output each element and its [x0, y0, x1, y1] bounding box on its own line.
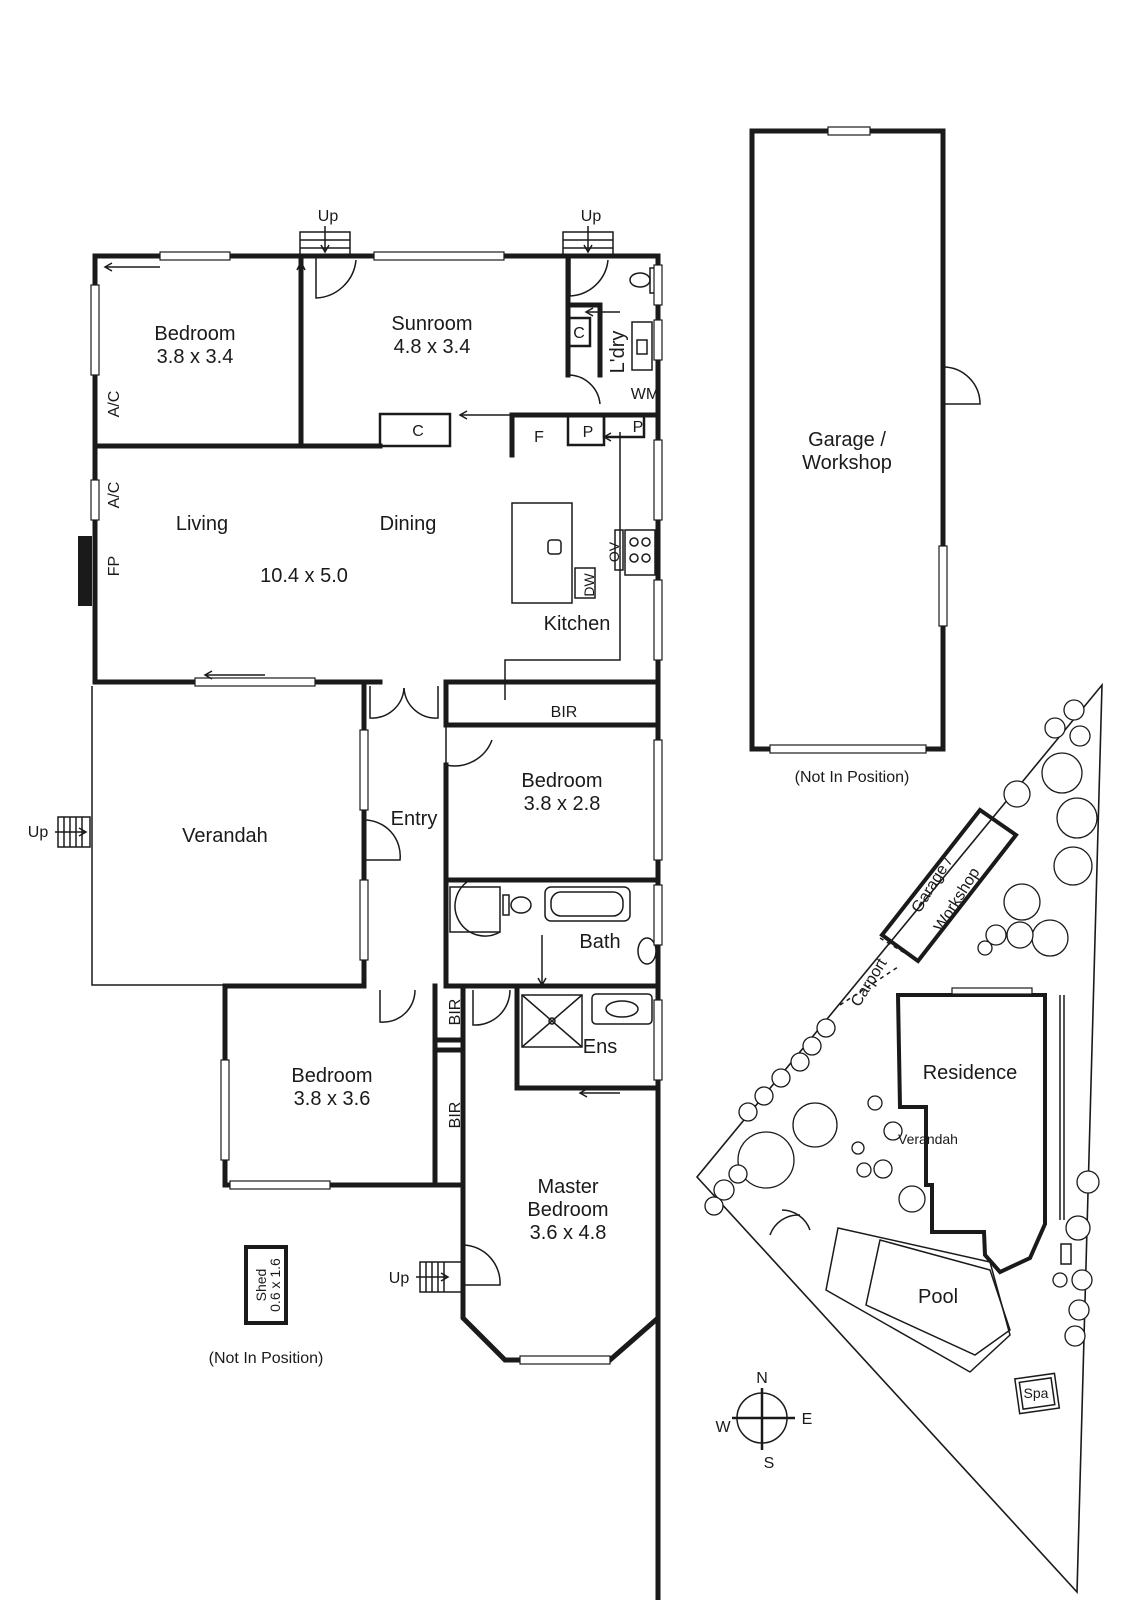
aircon-label-2: A/C [106, 482, 123, 509]
stairs-master [416, 1261, 464, 1293]
up-label-4: Up [389, 1270, 410, 1287]
bedroom-mid-name: Bedroom [521, 770, 602, 792]
shed-name: Shed [253, 1269, 269, 1302]
compass: N S E W [715, 1370, 812, 1472]
bedroom-mid-dim: 3.8 x 2.8 [524, 793, 601, 815]
site-carport-label: Carport [848, 955, 891, 1010]
living-dining-dim: 10.4 x 5.0 [260, 565, 348, 587]
laundry-label: L'dry [607, 331, 629, 374]
dining-label: Dining [380, 513, 437, 535]
bedroom-sw-dim: 3.8 x 3.6 [294, 1088, 371, 1110]
master-dim: 3.6 x 4.8 [530, 1222, 607, 1244]
master-name-2: Bedroom [527, 1199, 608, 1221]
up-label-2: Up [581, 208, 602, 225]
shed-dim: 0.6 x 1.6 [267, 1258, 283, 1312]
stairs-north-2 [562, 226, 614, 257]
up-label-3: Up [28, 824, 49, 841]
master-name-1: Master [537, 1176, 598, 1198]
site-residence-label: Residence [923, 1062, 1018, 1084]
oven-label: OV [606, 541, 622, 562]
fireplace-block [78, 536, 92, 606]
garage-name-1: Garage / [808, 429, 886, 451]
verandah-label: Verandah [182, 825, 268, 847]
site-pool-surround [825, 1227, 1011, 1373]
dishwasher-label: DW [581, 573, 597, 597]
shed-note: (Not In Position) [209, 1350, 324, 1367]
stairs-north-1 [299, 226, 351, 257]
site-trees [704, 699, 1100, 1347]
aircon-label-1: A/C [106, 391, 123, 418]
fridge-label: F [534, 429, 544, 446]
site-garage [879, 807, 1019, 964]
compass-e: E [802, 1411, 813, 1428]
garage-name-2: Workshop [802, 452, 892, 474]
main-house-plan: Bedroom 3.8 x 3.4 Sunroom 4.8 x 3.4 L'dr… [28, 208, 663, 1600]
kitchen-label: Kitchen [544, 613, 611, 635]
kitchen-island [511, 502, 573, 604]
sunroom-name: Sunroom [391, 313, 472, 335]
site-pool-label: Pool [918, 1286, 958, 1308]
cupboard-label-2: C [573, 325, 585, 342]
ensuite-label: Ens [583, 1036, 617, 1058]
bir-label-3: BIR [447, 1102, 464, 1129]
fireplace-label: FP [106, 556, 123, 576]
shed: Shed 0.6 x 1.6 [244, 1245, 288, 1325]
bath-label: Bath [579, 931, 620, 953]
site-spa-label: Spa [1024, 1385, 1049, 1401]
sunroom-dim: 4.8 x 3.4 [394, 336, 471, 358]
garage-note: (Not In Position) [795, 769, 910, 786]
bedroom-sw-name: Bedroom [291, 1065, 372, 1087]
bedroom-nw-dim: 3.8 x 3.4 [157, 346, 234, 368]
entry-label: Entry [391, 808, 438, 830]
compass-s: S [764, 1455, 775, 1472]
bedroom-nw-name: Bedroom [154, 323, 235, 345]
washing-machine-label: WM [631, 386, 659, 403]
sliding-door-arrows [103, 260, 640, 1098]
bir-label-2: BIR [447, 999, 464, 1026]
garage-plan: Garage / Workshop (Not In Position) [749, 126, 981, 786]
compass-w: W [715, 1419, 731, 1436]
site-verandah-label: Verandah [898, 1131, 958, 1147]
site-boundary [695, 682, 1103, 1594]
pantry-label-2: P [633, 419, 644, 436]
site-residence [895, 993, 1047, 1275]
stairs-verandah [55, 816, 91, 848]
living-label: Living [176, 513, 228, 535]
site-plan: Residence Verandah Carport Garage / Work… [695, 682, 1103, 1594]
up-label-1: Up [318, 208, 339, 225]
compass-n: N [756, 1370, 768, 1387]
bir-label-1: BIR [551, 704, 578, 721]
cupboard-label-1: C [412, 423, 424, 440]
pantry-label-1: P [583, 424, 594, 441]
site-pool [865, 1239, 1011, 1356]
